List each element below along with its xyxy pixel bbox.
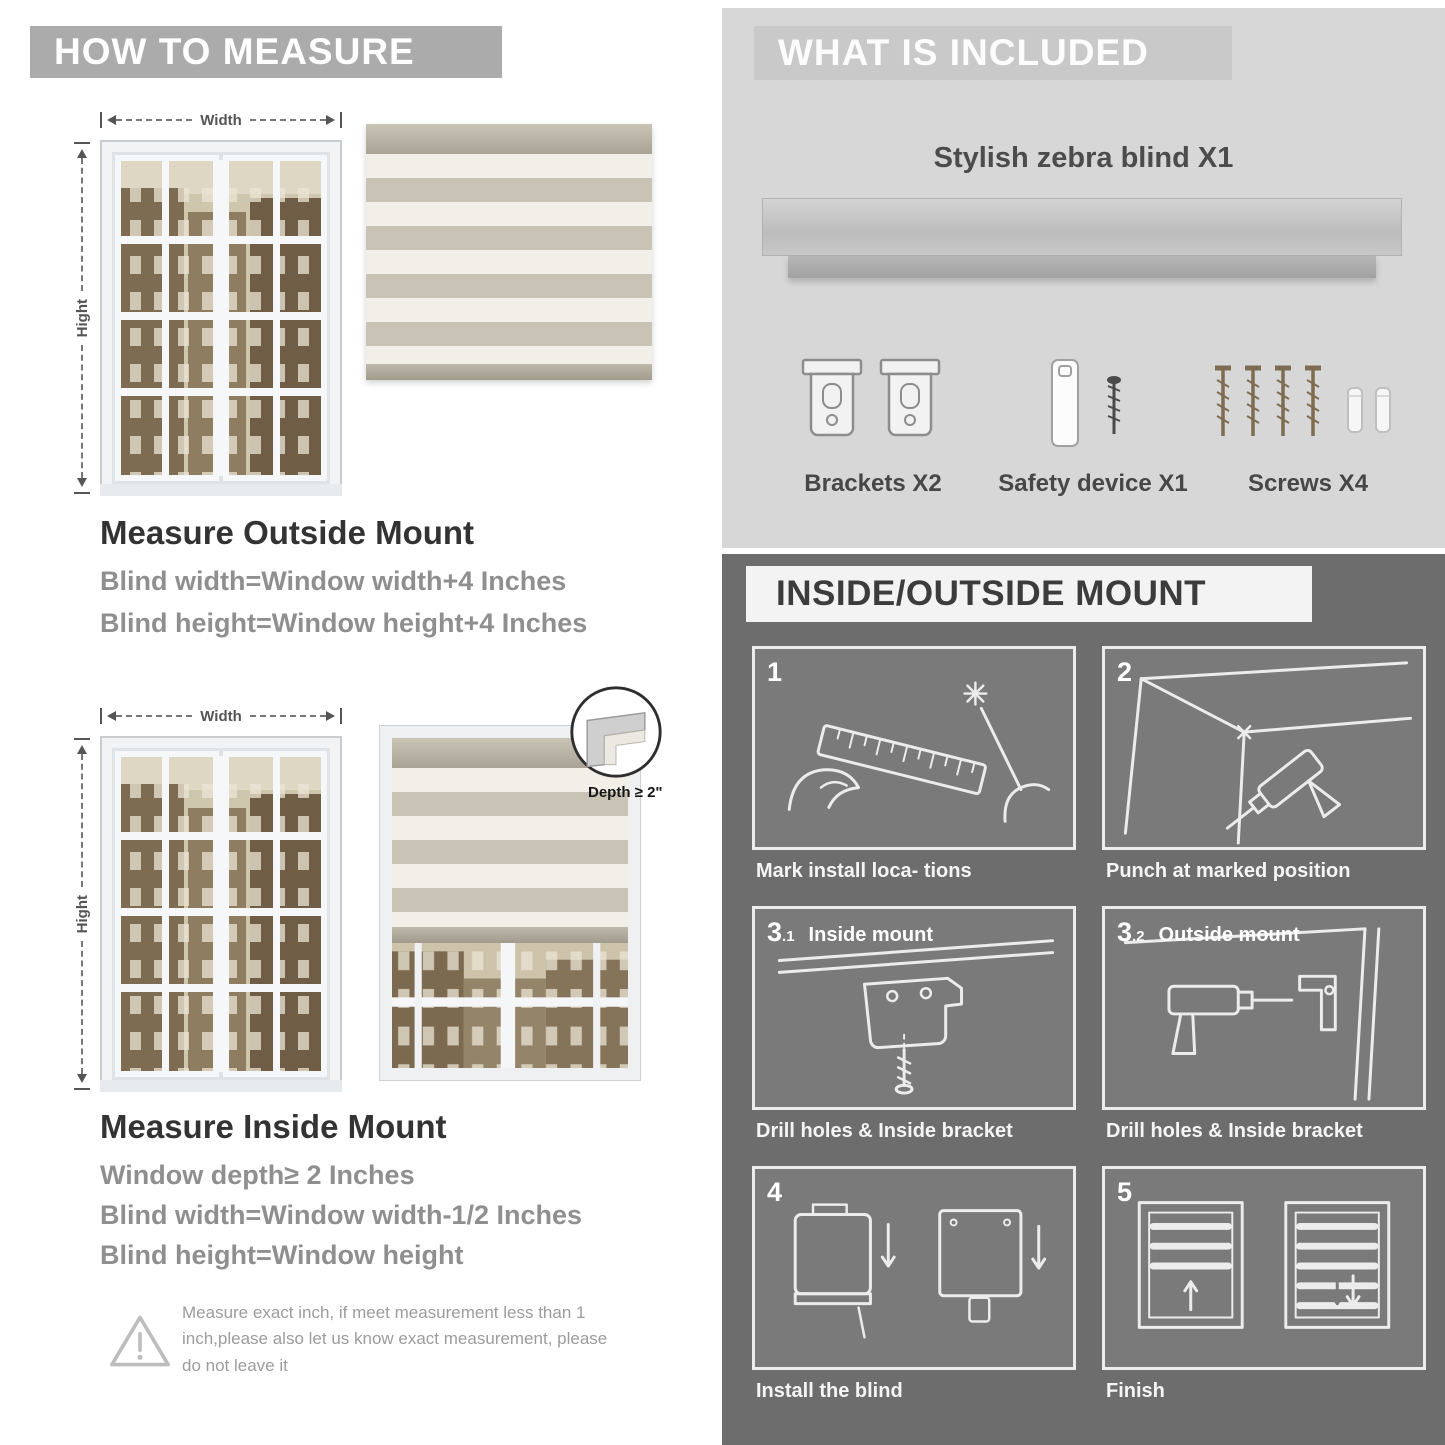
blind-headrail <box>366 124 652 154</box>
window-panes <box>392 942 628 1068</box>
step-3-1-panel: 3 .1 Inside mount <box>752 906 1076 1110</box>
arrow-left-icon <box>102 711 116 721</box>
height-dimension-arrow-inside: Hight <box>73 738 91 1090</box>
what-is-included-section: WHAT IS INCLUDED Stylish zebra blind X1 <box>722 8 1445 548</box>
brackets-label: Brackets X2 <box>804 470 942 497</box>
width-label: Width <box>200 111 242 129</box>
step-3-2-caption: Drill holes & Inside bracket <box>1106 1120 1363 1142</box>
safety-device-icon <box>1018 330 1168 458</box>
blind-bottomrail <box>392 926 628 943</box>
step-1-caption: Mark install loca- tions <box>756 860 972 882</box>
step-5-panel: 5 <box>1102 1166 1426 1370</box>
inside-outside-mount-header: INSIDE/OUTSIDE MOUNT <box>746 566 1312 622</box>
step-1-panel: 1 <box>752 646 1076 850</box>
step-3-1: 3 .1 Inside mount <box>752 906 1076 1146</box>
step-2-panel: 2 <box>1102 646 1426 850</box>
step-4: 4 <box>752 1166 1076 1406</box>
measure-warning-text: Measure exact inch, if meet measurement … <box>182 1303 608 1375</box>
outside-mount-title: Measure Outside Mount <box>100 514 475 551</box>
step-3-2: 3 .2 Outside mount <box>1102 906 1426 1146</box>
width-dimension-arrow: Width <box>100 111 342 129</box>
zebra-blind-illustration <box>366 124 652 380</box>
inside-mount-line-3: Blind height=Window height <box>100 1240 464 1270</box>
step-number: 4 <box>767 1177 783 1207</box>
window-illustration-inside <box>100 736 342 1092</box>
finish-illustration <box>1137 1201 1391 1329</box>
height-label: Hight <box>73 894 91 934</box>
inside-mount-line-1: Window depth≥ 2 Inches <box>100 1160 415 1190</box>
included-item-brackets: Brackets X2 <box>758 330 988 498</box>
install-blind-illustration <box>793 1203 1047 1339</box>
outside-mount-line-1: Blind width=Window width+4 Inches <box>100 566 567 596</box>
screws-icon <box>1203 330 1413 458</box>
brackets-icon <box>793 330 953 458</box>
drill-illustration <box>1123 661 1413 845</box>
depth-callout-label: Depth ≥ 2" <box>588 784 663 801</box>
outside-mount-line-2: Blind height=Window height+4 Inches <box>100 608 588 638</box>
width-label: Width <box>200 707 242 725</box>
step-1: 1 <box>752 646 1076 886</box>
height-label: Hight <box>73 298 91 338</box>
step-2: 2 <box>1102 646 1426 886</box>
step-number: 1 <box>767 657 783 687</box>
arrow-down-icon <box>77 478 87 492</box>
arrow-right-icon <box>326 711 340 721</box>
depth-detail-circle <box>568 684 664 785</box>
step-2-caption: Punch at marked position <box>1106 860 1351 882</box>
safety-device-label: Safety device X1 <box>998 470 1188 497</box>
outside-bracket-illustration <box>1123 927 1381 1101</box>
included-item-screws: Screws X4 <box>1198 330 1418 498</box>
step-number: 2 <box>1117 657 1133 687</box>
step-number: 5 <box>1117 1177 1133 1207</box>
arrow-up-icon <box>77 740 87 754</box>
height-dimension-arrow: Hight <box>73 142 91 494</box>
how-to-measure-header: HOW TO MEASURE <box>30 26 502 78</box>
step-4-caption: Install the blind <box>756 1380 903 1402</box>
what-is-included-header: WHAT IS INCLUDED <box>754 26 1232 80</box>
included-items: Brackets X2 Safety device X1 <box>758 330 1418 498</box>
step-3-2-panel: 3 .2 Outside mount <box>1102 906 1426 1110</box>
arrow-up-icon <box>77 144 87 158</box>
window-illustration-outside <box>100 140 342 496</box>
blind-bottomrail <box>366 364 652 380</box>
arrow-left-icon <box>102 115 116 125</box>
width-dimension-arrow-inside: Width <box>100 707 342 725</box>
included-item-safety-device: Safety device X1 <box>988 330 1198 498</box>
zebra-blind-label: Stylish zebra blind X1 <box>933 142 1234 174</box>
mount-instructions-section: INSIDE/OUTSIDE MOUNT 1 <box>722 554 1445 1445</box>
inside-bracket-illustration <box>777 939 1055 1095</box>
step-number: 3 <box>767 917 783 947</box>
arrow-right-icon <box>326 115 340 125</box>
screws-label: Screws X4 <box>1247 470 1369 497</box>
zebra-blind-headrail-image <box>762 198 1402 278</box>
step-3-1-caption: Drill holes & Inside bracket <box>756 1120 1013 1142</box>
blind-stripes <box>366 154 652 364</box>
mount-steps-grid: 1 <box>752 646 1426 1406</box>
step-5: 5 <box>1102 1166 1426 1406</box>
warning-triangle-icon <box>108 1312 172 1370</box>
corner-zoom-icon <box>570 686 662 778</box>
step-number: 3 <box>1117 917 1133 947</box>
inside-mount-title: Measure Inside Mount <box>100 1108 447 1145</box>
arrow-down-icon <box>77 1074 87 1088</box>
step-5-caption: Finish <box>1106 1380 1165 1402</box>
step-4-panel: 4 <box>752 1166 1076 1370</box>
mark-location-illustration <box>787 681 1051 823</box>
blind-stripes <box>392 768 628 927</box>
inside-mount-line-2: Blind width=Window width-1/2 Inches <box>100 1200 583 1230</box>
